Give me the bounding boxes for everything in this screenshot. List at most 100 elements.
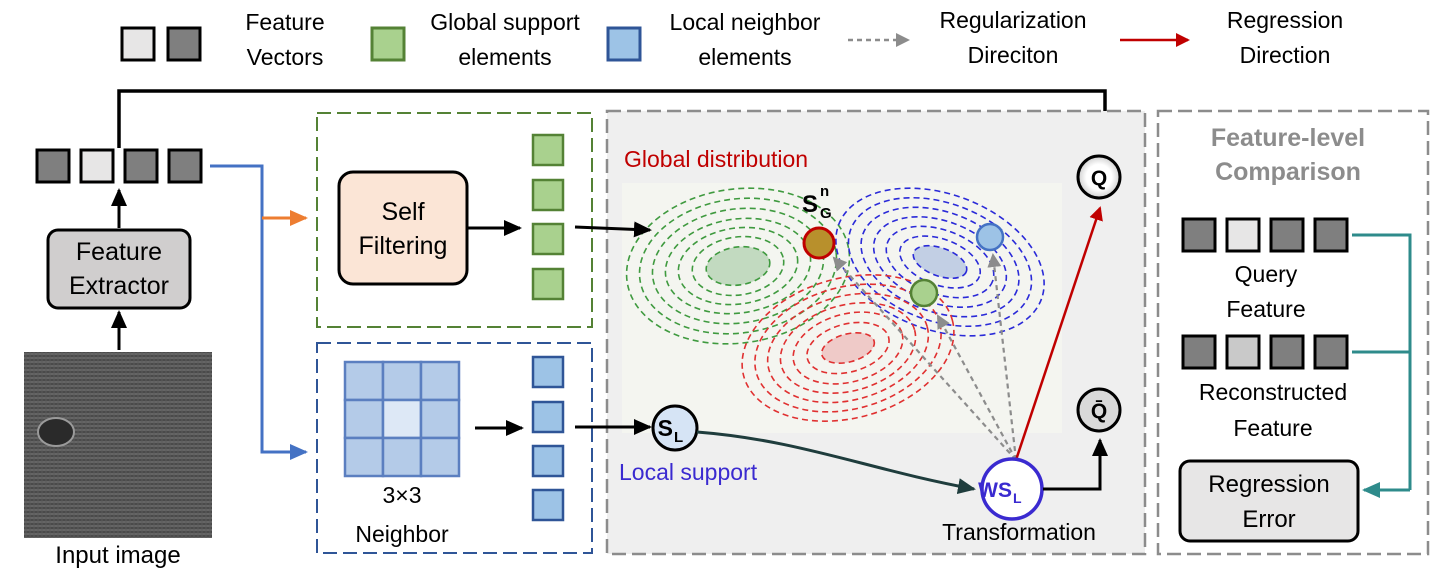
- neighbor-cell: [381, 436, 423, 478]
- feature-vector-cell: [123, 148, 159, 184]
- neighbor-cell: [419, 398, 461, 440]
- reconstructed-feature-line1: Reconstructed: [1199, 379, 1347, 405]
- global-filtering-panel: [316, 112, 593, 328]
- local-neighbor-column: [531, 355, 565, 522]
- sg-superscript: n: [820, 183, 829, 200]
- vectors-to-neighbor-arrow: [210, 164, 308, 460]
- local-neighbor-element: [531, 355, 565, 389]
- legend-regression-line1: Regression: [1227, 7, 1343, 33]
- legend-global-support-swatch: [370, 26, 406, 62]
- reconstructed-feature-cell: [1313, 334, 1349, 370]
- neighbor-center-cell: [381, 398, 423, 440]
- query-symbol: Q: [1091, 167, 1107, 190]
- global-distribution-label: Global distribution: [624, 146, 808, 172]
- global-support-point: [802, 226, 836, 260]
- query-feature-line2: Feature: [1226, 296, 1305, 322]
- query-to-error-connector: [1352, 233, 1412, 490]
- sg-subscript: G: [820, 205, 832, 222]
- neighbor-cell: [343, 360, 385, 402]
- legend-global-support-line1: Global support: [430, 9, 580, 35]
- sl-subscript: L: [674, 429, 683, 446]
- global-support-element: [531, 133, 565, 167]
- local-support-node: [651, 404, 699, 452]
- legend-local-neighbor-line1: Local neighbor: [670, 9, 821, 35]
- blue-distribution: [835, 187, 1045, 337]
- neighbor-grid: [343, 360, 461, 478]
- comparison-title-line2: Comparison: [1215, 158, 1361, 186]
- legend-global-support-line2: elements: [458, 44, 551, 70]
- transformed-point: [909, 278, 939, 308]
- neighbor-cell: [343, 436, 385, 478]
- transformation-label: Transformation: [942, 519, 1096, 545]
- neighbor-caption-line1: 3×3: [382, 482, 421, 508]
- legend-dark-vector-swatch: [166, 26, 202, 62]
- legend-local-neighbor-swatch: [606, 26, 642, 62]
- distribution-plot-area: [622, 183, 1062, 433]
- regularization-arrow: [937, 314, 1017, 461]
- feature-extractor-line2: Extractor: [69, 272, 169, 300]
- query-feature-cell: [1269, 217, 1305, 253]
- global-support-element: [531, 222, 565, 256]
- legend-regularization-line1: Regularization: [939, 7, 1086, 33]
- transformation-node: [980, 457, 1044, 521]
- query-feature-cell: [1181, 217, 1217, 253]
- legend-light-vector-swatch: [120, 26, 156, 62]
- legend-feature-vectors-line2: Vectors: [247, 44, 324, 70]
- ws-symbol: WS: [978, 479, 1012, 502]
- reconstructed-feature-cell: [1269, 334, 1305, 370]
- local-neighbor-element: [531, 488, 565, 522]
- reconstructed-feature-row: [1181, 334, 1349, 370]
- global-support-element: [531, 267, 565, 301]
- legend-regularization-line2: Direciton: [968, 42, 1059, 68]
- neighbor-cell: [381, 360, 423, 402]
- sl-symbol: S: [658, 415, 673, 441]
- query-node: [1076, 154, 1122, 200]
- reconstructed-feature-cell: [1181, 334, 1217, 370]
- legend-feature-vectors-line1: Feature: [245, 9, 324, 35]
- legend-local-neighbor-line2: elements: [698, 44, 791, 70]
- regression-error-line2: Error: [1242, 506, 1295, 533]
- regression-error-line1: Regression: [1208, 471, 1329, 498]
- neighbor-cell: [343, 398, 385, 440]
- local-support-to-transformation-arrow: [696, 430, 976, 494]
- self-filtering-line2: Filtering: [359, 232, 448, 260]
- feature-vector-cell: [35, 148, 71, 184]
- reconstruction-node: [1076, 387, 1122, 433]
- query-feature-row: [1181, 217, 1349, 253]
- query-feature-cell: [1313, 217, 1349, 253]
- comparison-title-line1: Feature-level: [1211, 124, 1365, 152]
- sg-symbol: S: [802, 191, 818, 218]
- global-support-element: [531, 178, 565, 212]
- local-neighbor-panel: [316, 342, 593, 554]
- local-neighbor-element: [531, 400, 565, 434]
- neighbor-caption-line2: Neighbor: [355, 521, 449, 547]
- local-support-label: Local support: [619, 459, 758, 485]
- regularization-arrow: [832, 256, 1017, 461]
- regularization-arrow: [987, 253, 1018, 461]
- comparison-panel: [1156, 109, 1430, 556]
- global-support-column: [531, 133, 565, 301]
- feature-vector-cell: [167, 148, 203, 184]
- query-feature-line1: Query: [1235, 261, 1298, 287]
- neighbor-cell: [419, 360, 461, 402]
- self-filtering-line1: Self: [381, 198, 424, 226]
- feature-extractor-line1: Feature: [76, 238, 162, 266]
- regression-arrow: [1014, 206, 1103, 461]
- transformation-to-reconstruction-arrow: [1043, 438, 1108, 491]
- self-filtering-box: [337, 170, 469, 286]
- reconstruction-symbol: Q̄: [1091, 400, 1107, 423]
- legend-regression-line2: Direction: [1240, 42, 1331, 68]
- local-distribution-point: [975, 222, 1005, 252]
- reconstructed-feature-cell: [1225, 334, 1261, 370]
- reconstructed-feature-line2: Feature: [1233, 415, 1312, 441]
- feature-extractor-box: [46, 228, 192, 310]
- ws-subscript: L: [1013, 490, 1022, 506]
- support-to-distribution-arrow: [574, 221, 652, 238]
- regression-error-box: [1178, 459, 1360, 543]
- local-neighbor-element: [531, 444, 565, 478]
- query-feature-cell: [1225, 217, 1261, 253]
- input-image-label: Input image: [55, 542, 180, 569]
- feature-vector-cell: [79, 148, 115, 184]
- red-distribution: [741, 274, 955, 422]
